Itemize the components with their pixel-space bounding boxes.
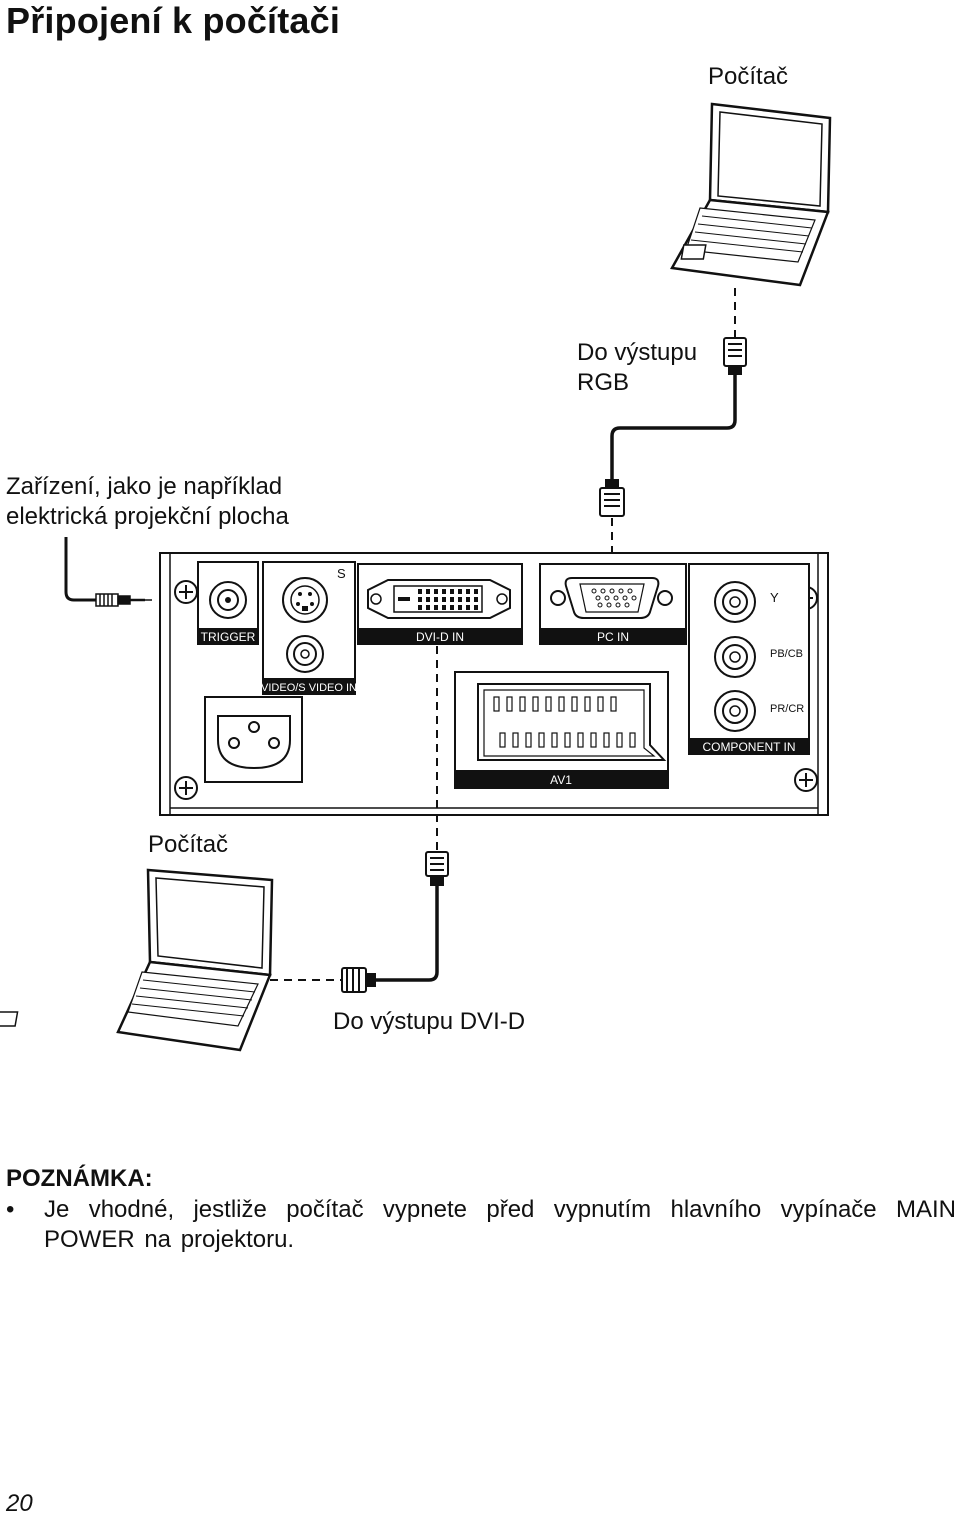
computer-bottom-label: Počítač [148,831,229,858]
video-in-label: VIDEO/S VIDEO IN [261,682,357,694]
rca-jack-icon [714,636,756,678]
s-video-jack-icon [282,577,328,623]
projector-panel: TRIGGER S VIDEO/S VIDEO IN [159,552,829,816]
scart-connector-icon [477,683,667,761]
connection-diagram: TRIGGER S VIDEO/S VIDEO IN [0,102,832,1052]
dvi-in-label: DVI-D IN [416,630,464,644]
laptop-icon [0,868,274,1052]
pr-label: PR/CR [770,703,804,715]
dvi-connector-icon [425,851,449,886]
note-heading: POZNÁMKA: [6,1165,153,1192]
note-text: Je vhodné, jestliže počítač vypnete před… [44,1196,956,1253]
audio-jack-icon [95,593,152,607]
dvi-output-label: Do výstupu DVI-D [333,1008,526,1035]
computer-top-label: Počítač [708,63,789,90]
power-socket-icon [217,715,291,770]
vga-connector-icon [550,577,673,619]
s-label: S [337,566,346,581]
y-label: Y [770,590,779,605]
component-in-label: COMPONENT IN [702,740,795,754]
device-label-line1: Zařízení, jako je například [6,473,283,500]
pc-in-label: PC IN [597,630,629,644]
rgb-output-label-line1: Do výstupu [577,339,698,366]
trigger-label: TRIGGER [201,630,256,644]
rca-jack-icon [714,690,756,732]
note-bullet: • [6,1196,15,1223]
page-title: Připojení k počítači [6,0,341,41]
dvi-connector-icon [341,967,376,993]
vga-connector-icon [599,479,625,517]
pb-label: PB/CB [770,648,803,660]
av1-label: AV1 [550,773,572,787]
page-number: 20 [6,1490,33,1517]
audio-jack-icon [209,581,247,619]
rca-jack-icon [286,635,324,673]
rgb-output-label-line2: RGB [577,369,630,396]
vga-connector-icon [723,337,747,375]
rca-jack-icon [714,581,756,623]
device-label-line2: elektrická projekční plocha [6,503,289,530]
dvi-connector-icon [367,579,511,619]
laptop-icon [670,102,832,287]
